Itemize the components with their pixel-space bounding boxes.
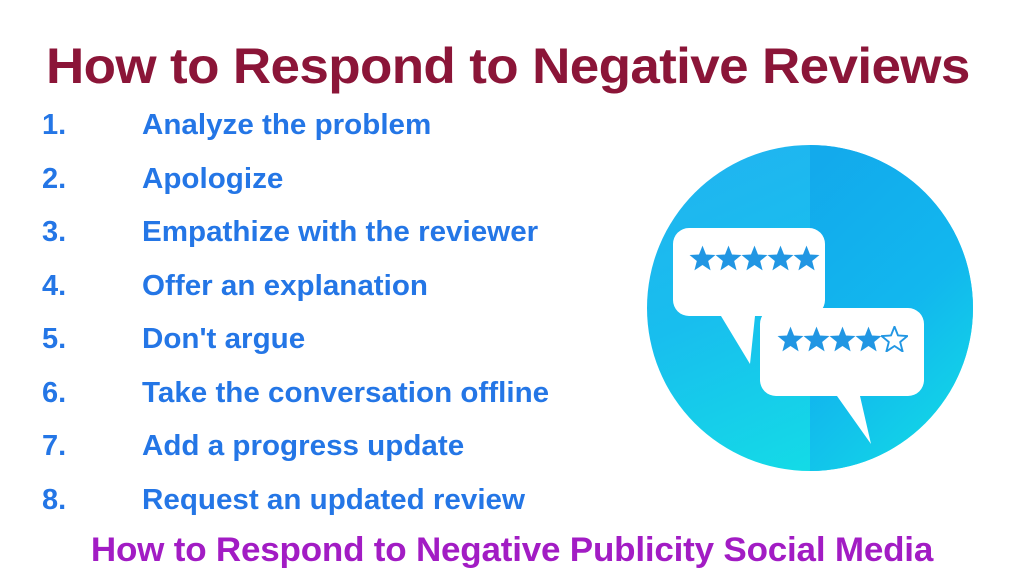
list-item-label: Request an updated review [142,483,526,516]
list-item-number: 1. [42,109,67,141]
list-item-label: Don't argue [142,323,306,355]
list-item: 1. Analyze the problem [42,108,642,162]
page-title: How to Respond to Negative Reviews [46,38,970,94]
list-item: 2. Apologize [42,162,642,216]
steps-list: 1. Analyze the problem 2. Apologize 3. E… [42,108,642,536]
list-item-label: Empathize with the reviewer [142,216,539,248]
bottom-caption: How to Respond to Negative Publicity Soc… [90,531,934,569]
list-item-number: 5. [42,323,67,355]
list-item: 4. Offer an explanation [42,269,642,323]
list-item: 3. Empathize with the reviewer [42,215,642,269]
list-item-number: 8. [42,483,67,516]
list-item-number: 3. [42,216,67,248]
list-item-label: Apologize [142,162,284,195]
list-item-label: Analyze the problem [142,109,432,141]
list-item: 8. Request an updated review [42,483,642,537]
list-item: 5. Don't argue [42,322,642,376]
list-item-number: 6. [42,376,67,409]
list-item: 6. Take the conversation offline [42,376,642,430]
list-item-number: 7. [42,430,67,462]
five-star-review-bubble [673,228,825,364]
four-star-review-bubble [760,308,924,444]
list-item-label: Offer an explanation [142,269,428,302]
list-item-number: 4. [42,269,67,302]
list-item-number: 2. [42,162,67,195]
review-rating-illustration [646,144,974,472]
list-item-label: Take the conversation offline [142,376,550,409]
list-item-label: Add a progress update [142,430,465,462]
list-item: 7. Add a progress update [42,429,642,483]
